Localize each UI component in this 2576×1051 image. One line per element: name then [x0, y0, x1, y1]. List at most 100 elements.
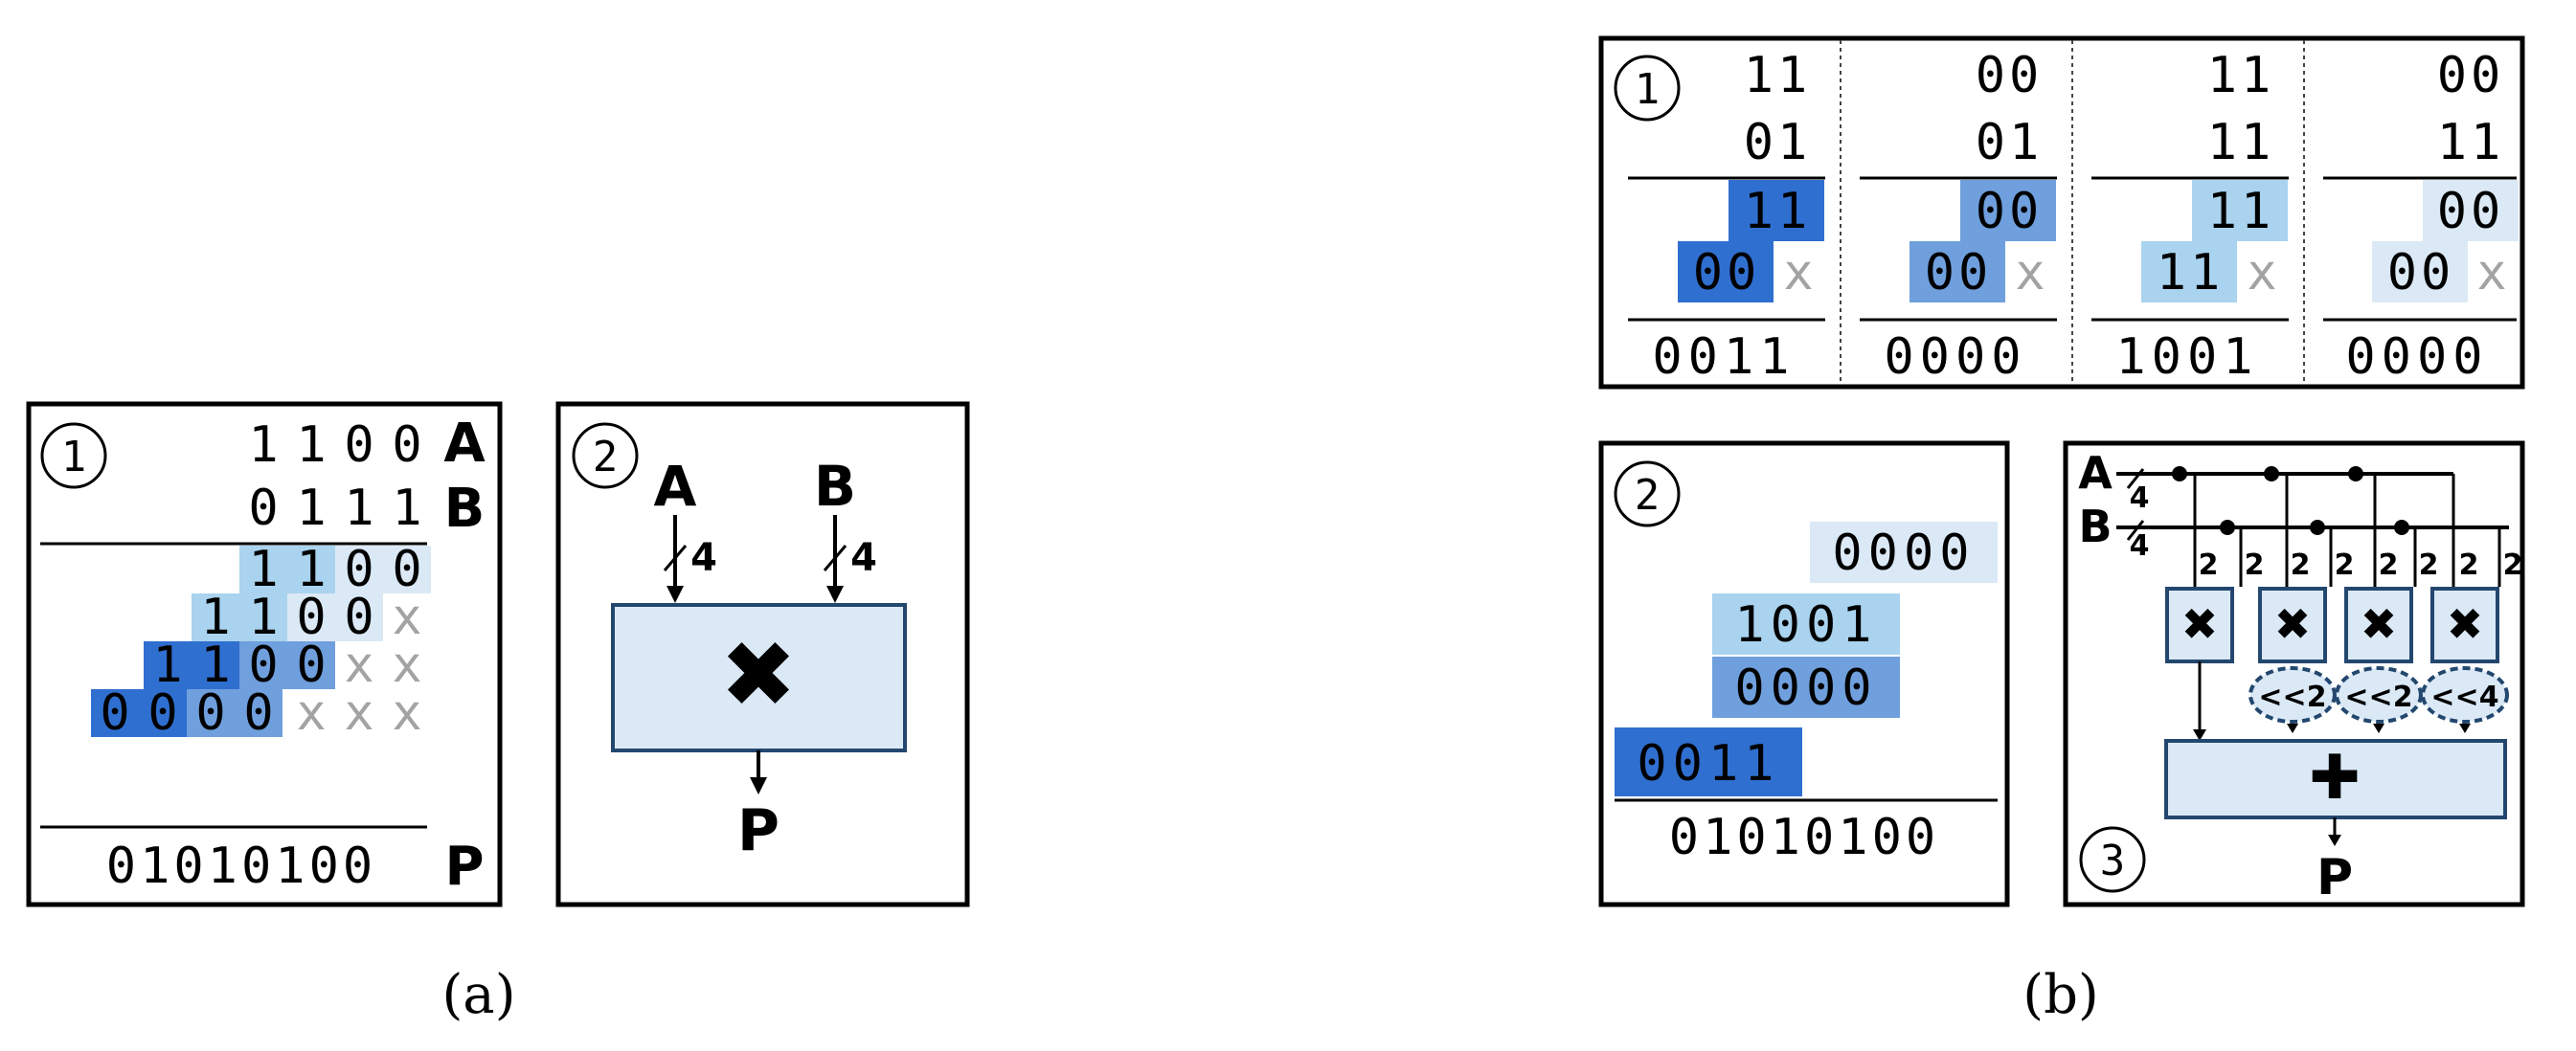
panel-b-step1: 1 11 01 11 00 x 0011 00 01 00 00 x 0000 …: [1598, 35, 2525, 390]
operand-a-bits: 1 1 0 0: [248, 416, 421, 474]
arrowhead: [750, 777, 767, 794]
block-result-bits: 0011: [1652, 328, 1795, 386]
shifter: [2421, 666, 2509, 724]
lane-width: 2: [2291, 548, 2311, 582]
block-a-bits: 00: [2437, 47, 2505, 104]
step-marker: 3: [2100, 837, 2126, 885]
input-b-label: B: [2078, 501, 2112, 552]
bit: 1: [152, 637, 182, 694]
bit: 0: [243, 684, 273, 742]
sub-multiplier-block: [2430, 587, 2499, 663]
lane-width: 2: [2335, 548, 2355, 582]
lane-width: 2: [2379, 548, 2399, 582]
step-marker-circle: [40, 422, 107, 489]
shifted-row: 0011: [1637, 735, 1779, 793]
block-b-bits: 01: [1744, 114, 1812, 171]
pad-x: x: [344, 637, 373, 694]
operand-a-label: A: [443, 413, 486, 475]
step-marker: 1: [61, 433, 87, 481]
output-label: P: [737, 797, 780, 864]
input-a-width: 4: [2130, 481, 2150, 515]
multiply-icon: ✖: [720, 621, 797, 728]
bit: 0: [296, 637, 326, 694]
bit: 0: [392, 541, 421, 598]
panel-a-step1: 1 1 1 0 0 A 0 1 1 1 B 1 1 0 0 1 1: [26, 401, 503, 907]
arrowhead: [826, 586, 844, 603]
partial-2-bits: 11: [2157, 244, 2225, 302]
partial-1-bits: 00: [1976, 183, 2044, 240]
block-result-bits: 1001: [2115, 328, 2258, 386]
product-label: P: [444, 836, 484, 898]
lane-width: 2: [2459, 548, 2479, 582]
bit: 1: [248, 416, 278, 474]
bit: 0: [344, 541, 373, 598]
bit: 1: [200, 637, 230, 694]
input-b-label: B: [814, 454, 856, 519]
bit: 1: [344, 480, 373, 537]
input-b-width: 4: [2130, 529, 2150, 563]
bit: 1: [392, 480, 421, 537]
block-b-bits: 11: [2207, 114, 2275, 171]
partial-1-bits: 11: [2207, 183, 2275, 240]
shifter: [2335, 666, 2423, 724]
bit: 0: [195, 684, 225, 742]
output-label: P: [2316, 849, 2353, 906]
shifted-row: 1001: [1734, 596, 1877, 654]
partial-2-bits: 00: [1925, 244, 1993, 302]
sub-multiplier-block: [2344, 587, 2413, 663]
shift-amount: <<4: [2430, 681, 2498, 714]
sum-bits: 01010100: [1669, 809, 1939, 866]
caption-a: (a): [441, 964, 515, 1026]
partial-products: [91, 546, 431, 737]
block-b-bits: 11: [2437, 114, 2505, 171]
input-b-width: 4: [850, 536, 877, 580]
step-marker-circle: [2079, 826, 2146, 893]
bit: 0: [248, 637, 278, 694]
step-marker-circle: [1614, 55, 1681, 122]
bit: 0: [344, 589, 373, 646]
step-marker: 2: [593, 433, 619, 481]
panel-b-step2: 2 0000 1001 0000 0011 01010100: [1598, 440, 2010, 907]
multiply-icon: ✖: [2274, 598, 2312, 650]
block-result-bits: 0000: [1884, 328, 2026, 386]
shifted-row: 0000: [1832, 525, 1975, 582]
block-b-bits: 01: [1976, 114, 2044, 171]
pad-x: x: [1783, 244, 1813, 302]
bit: 0: [392, 416, 421, 474]
panel-a-step2: 2 A B 4 4 ✖ P: [555, 401, 970, 907]
multiply-icon: ✖: [2361, 598, 2398, 650]
partial-1-bits: 11: [1744, 183, 1812, 240]
operand-b-bits: 0 1 1 1: [248, 480, 421, 537]
pad-x: x: [392, 684, 421, 742]
multiply-icon: ✖: [2181, 598, 2219, 650]
bit: 0: [147, 684, 177, 742]
b-taps: [2220, 520, 2501, 587]
bit: 0: [248, 480, 278, 537]
shifters: <<2 <<2 <<4: [2248, 666, 2509, 724]
input-a-width: 4: [690, 536, 717, 580]
panel-b-step3: A 4 B 4 2 2 2 2 2 2 2 2: [2063, 440, 2525, 907]
shift-amount: <<2: [2258, 681, 2326, 714]
sub-multipliers: ✖ ✖ ✖ ✖: [2165, 587, 2499, 663]
bit: 1: [200, 589, 230, 646]
lane-width-labels: 2 2 2 2 2 2 2 2: [2199, 548, 2523, 582]
lane-width: 2: [2419, 548, 2439, 582]
lane-width: 2: [2245, 548, 2265, 582]
block-a-bits: 00: [1976, 47, 2044, 104]
shifter: [2248, 666, 2337, 724]
lane-width: 2: [2199, 548, 2219, 582]
step-marker: 2: [1635, 471, 1661, 520]
pad-x: x: [296, 684, 326, 742]
block-result-bits: 0000: [2345, 328, 2488, 386]
partial-2-bits: 00: [1693, 244, 1761, 302]
a-taps: [2172, 466, 2455, 587]
lane-width: 2: [2503, 548, 2523, 582]
input-a-label: A: [654, 454, 697, 519]
shifted-row: 0000: [1734, 660, 1877, 717]
sub-multiply-block: 00 01 00 00 x 0000: [1860, 47, 2057, 386]
bit: 1: [296, 480, 326, 537]
block-a-bits: 11: [2207, 47, 2275, 104]
shift-amount: <<2: [2344, 681, 2412, 714]
pad-x: x: [392, 637, 421, 694]
pad-x: x: [2015, 244, 2045, 302]
